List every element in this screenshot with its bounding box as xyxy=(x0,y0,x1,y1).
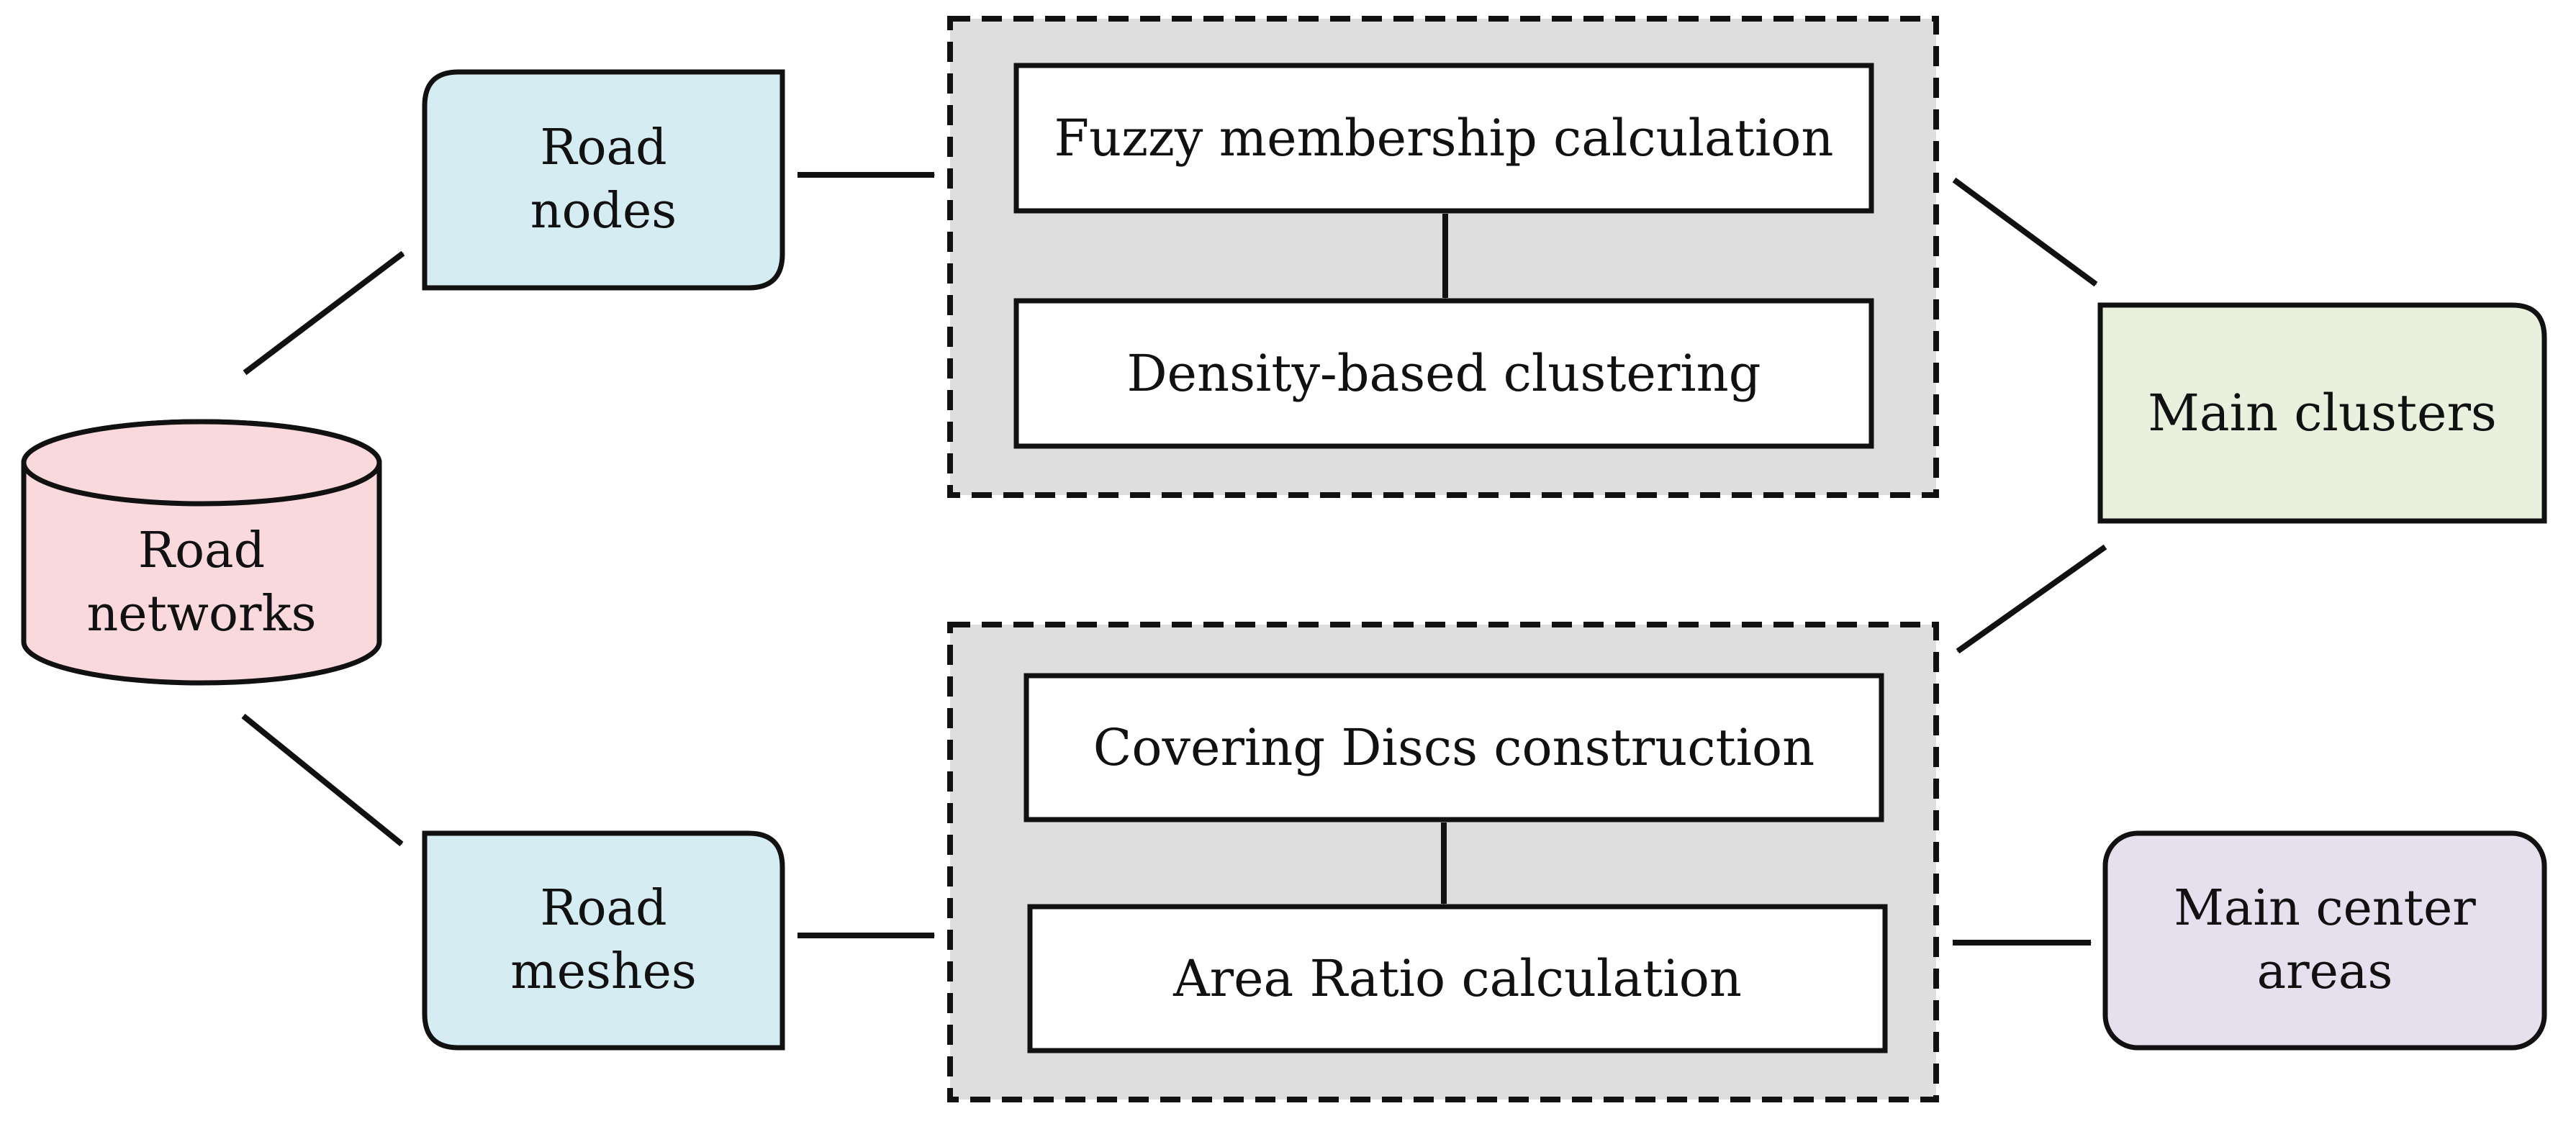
arrow-networks-to-nodes xyxy=(243,250,405,376)
fuzzy-membership-box xyxy=(1013,63,1874,214)
road-networks-cylinder-top xyxy=(21,419,382,507)
road-nodes-box xyxy=(422,69,785,291)
covering-discs-box xyxy=(1023,673,1884,822)
arrow-networks-to-meshes xyxy=(241,713,404,847)
main-center-areas-box xyxy=(2102,830,2547,1051)
road-networks-cylinder xyxy=(21,419,382,686)
area-ratio-box xyxy=(1027,904,1888,1053)
main-clusters-box xyxy=(2097,302,2547,524)
arrow-clusters-to-bottom-group xyxy=(1956,544,2107,654)
density-clustering-box xyxy=(1013,298,1874,449)
road-meshes-box xyxy=(422,830,785,1051)
arrow-top-group-to-clusters xyxy=(1952,177,2098,287)
